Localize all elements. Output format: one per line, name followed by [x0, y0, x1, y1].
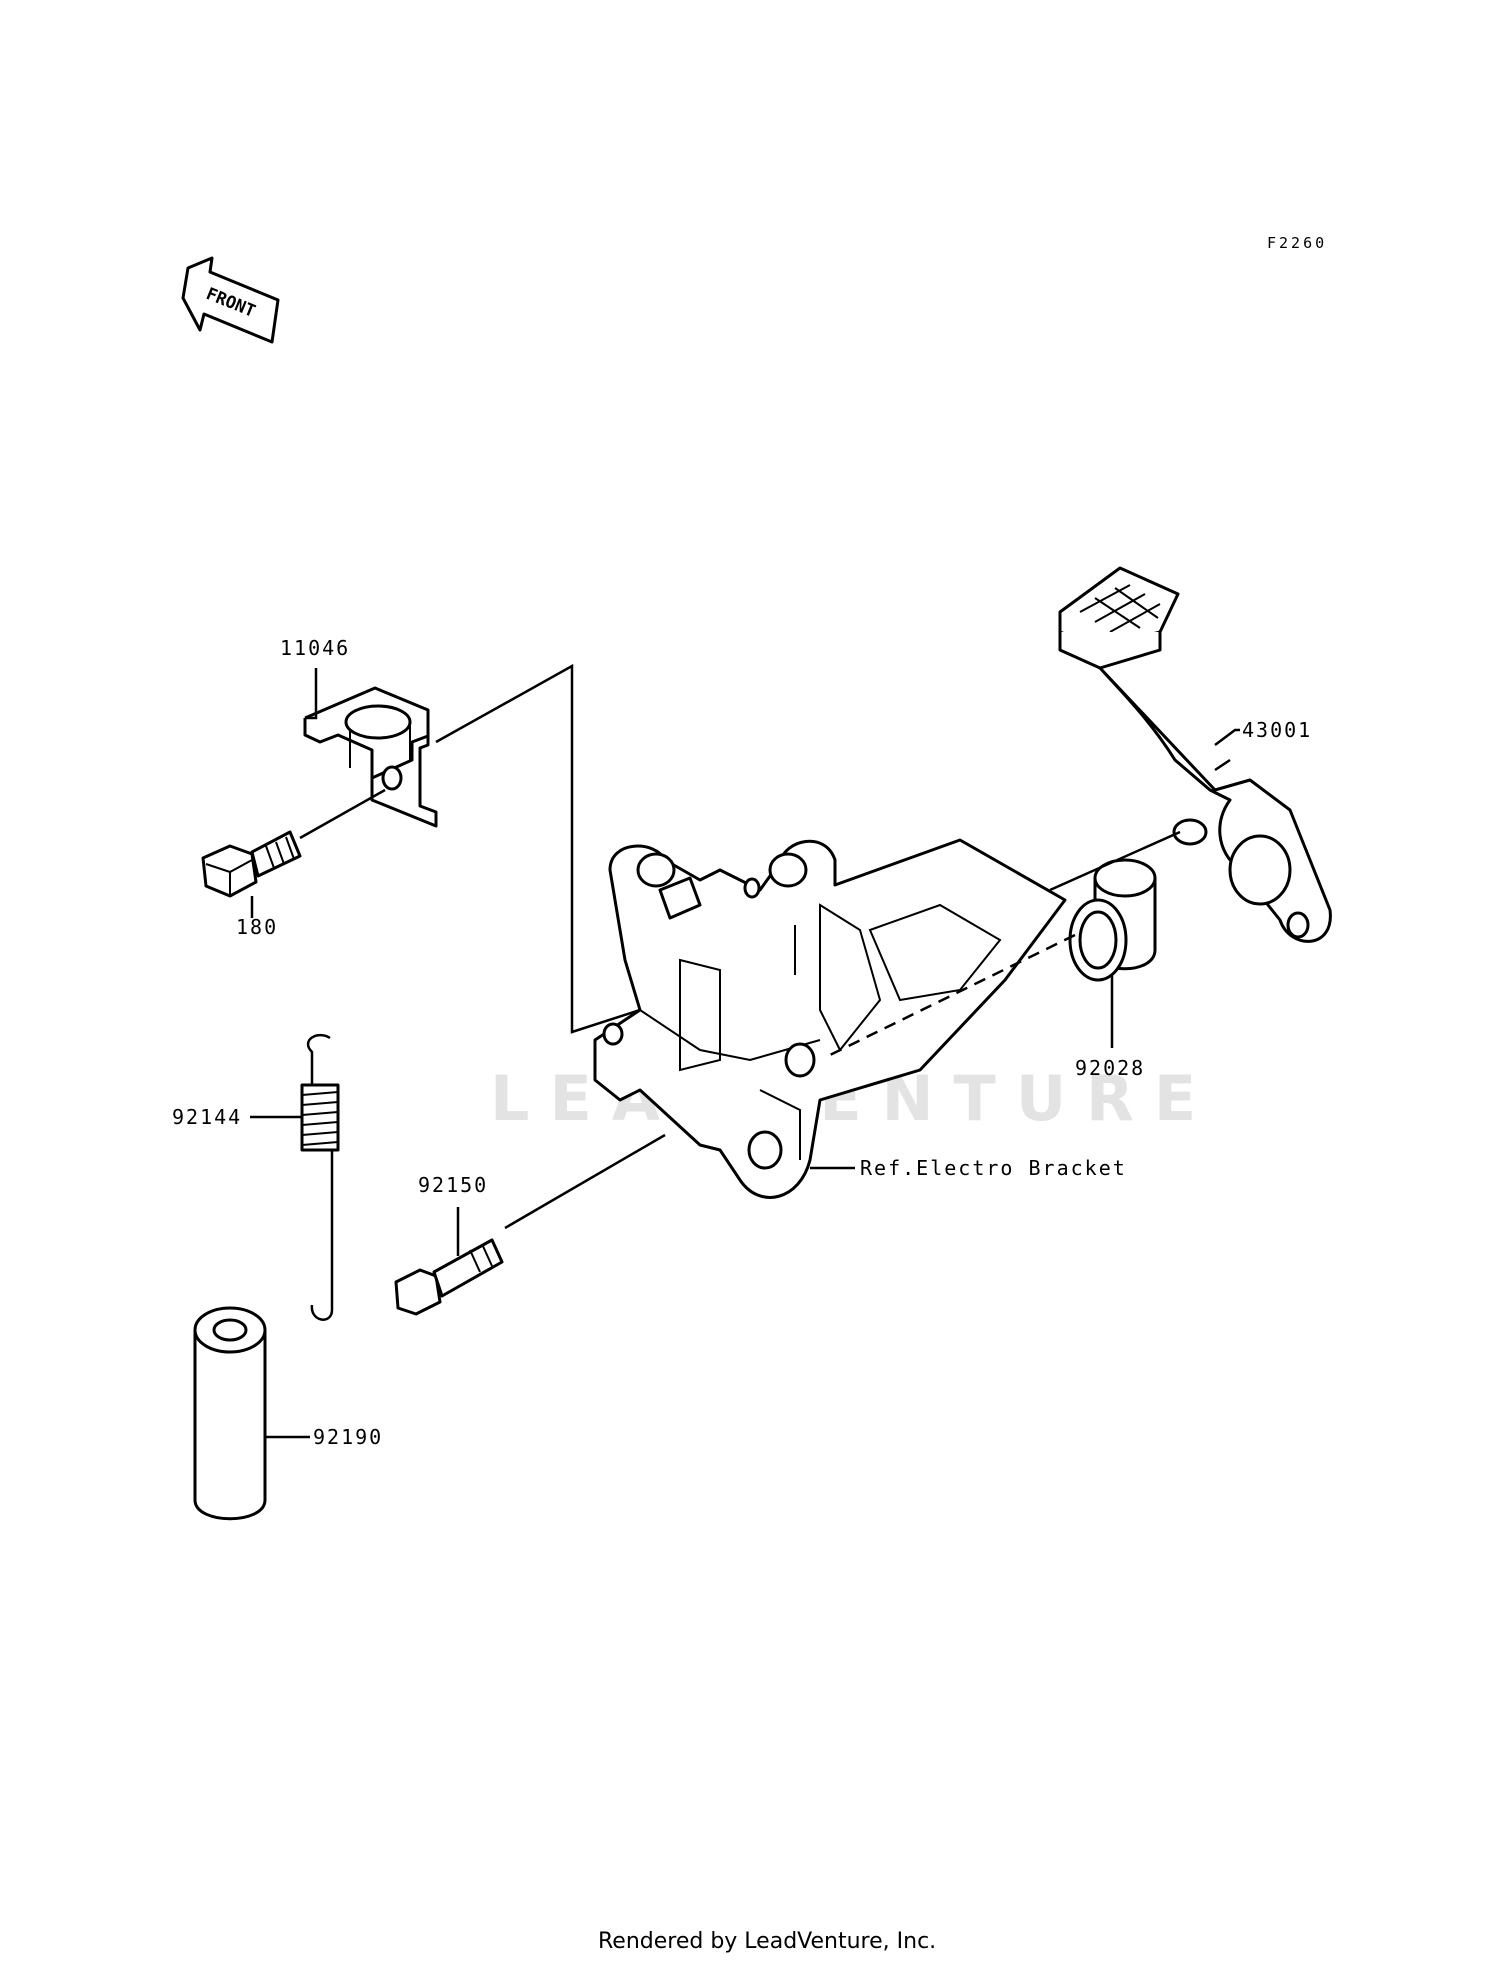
spacer-tube-92190	[193, 1306, 267, 1521]
callout-92144: 92144	[172, 1105, 242, 1129]
brake-pedal-43001	[1058, 566, 1332, 943]
spring-92144	[300, 1033, 340, 1321]
diagram-code: F2260	[1267, 234, 1327, 252]
callout-180: 180	[236, 915, 278, 939]
clamp-bracket-11046	[303, 686, 438, 828]
electro-bracket	[593, 838, 1067, 1199]
callout-ref-electro-bracket: Ref.Electro Bracket	[860, 1156, 1127, 1180]
callout-11046: 11046	[280, 636, 350, 660]
callout-92150: 92150	[418, 1173, 488, 1197]
bolt-180	[201, 830, 302, 898]
callout-92028: 92028	[1075, 1056, 1145, 1080]
leader-lines	[250, 663, 1240, 1439]
footer-credit: Rendered by LeadVenture, Inc.	[598, 1929, 936, 1954]
front-arrow-icon: FRONT	[181, 256, 280, 344]
collar-92028	[1068, 858, 1157, 982]
callout-92190: 92190	[313, 1425, 383, 1449]
callout-43001: 43001	[1242, 718, 1312, 742]
pin-92150	[394, 1238, 504, 1316]
